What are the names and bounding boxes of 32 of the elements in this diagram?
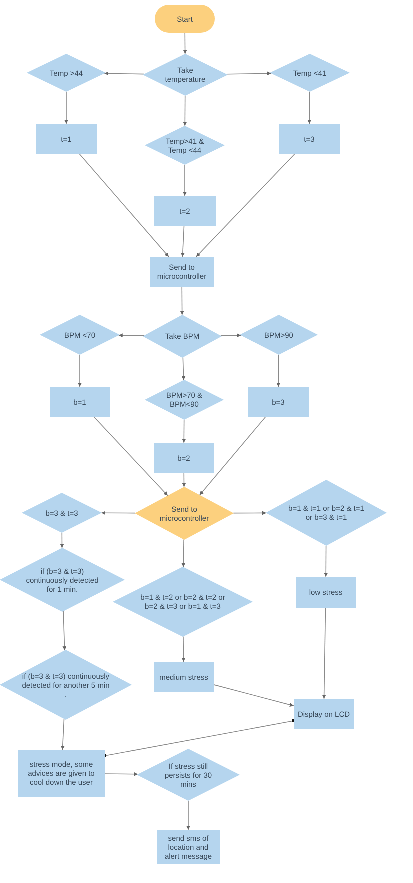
arrow — [79, 154, 170, 258]
arrow — [226, 72, 272, 76]
arrow — [180, 286, 184, 316]
arrow — [186, 800, 190, 830]
arrow — [183, 164, 187, 196]
arrow — [276, 354, 281, 388]
arrow — [183, 96, 188, 126]
arrow — [64, 92, 68, 124]
arrow — [62, 611, 67, 651]
arrow — [200, 416, 266, 496]
arrow — [118, 334, 144, 338]
arrow — [60, 718, 65, 750]
arrow — [101, 511, 136, 516]
arrow — [308, 92, 312, 124]
arrow — [214, 684, 294, 707]
arrow — [196, 154, 296, 258]
arrow — [182, 472, 186, 488]
arrow — [182, 420, 186, 444]
arrow — [183, 32, 188, 54]
arrow — [182, 636, 186, 662]
arrow — [322, 608, 326, 700]
arrow — [94, 416, 168, 496]
arrow — [104, 72, 145, 76]
arrow — [78, 354, 82, 388]
arrow — [182, 539, 186, 568]
arrow — [220, 334, 242, 338]
arrow — [180, 226, 185, 258]
arrow — [324, 545, 328, 578]
arrow — [233, 511, 267, 516]
arrow — [60, 532, 64, 549]
arrow — [104, 772, 139, 776]
arrow — [182, 357, 186, 381]
